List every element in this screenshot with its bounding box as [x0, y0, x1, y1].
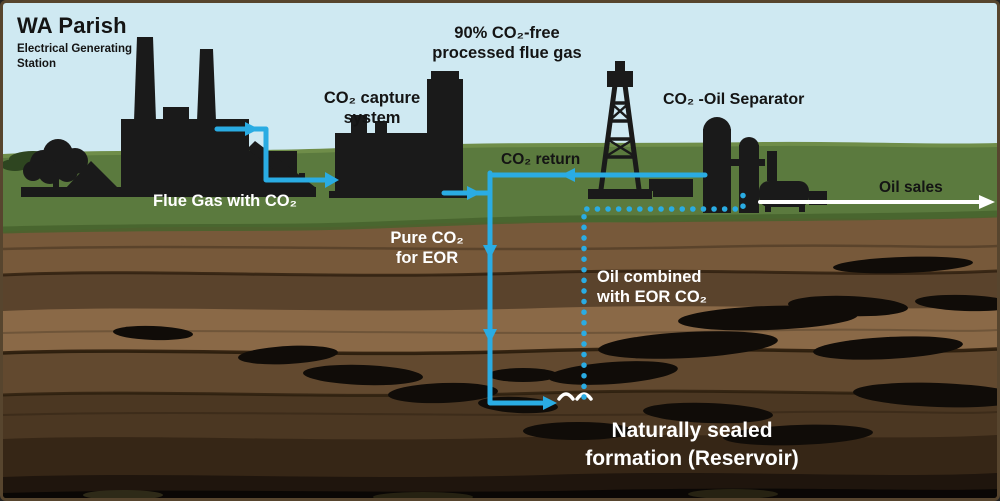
- oil-deposits: [113, 256, 997, 446]
- separator-label: CO₂ -Oil Separator: [663, 91, 805, 108]
- capture-building-silhouette: [329, 71, 469, 198]
- co2-return-pipe: [490, 168, 708, 182]
- capture-system-label: CO₂ capture system: [323, 89, 421, 128]
- pure-co2-label: Pure CO₂ for EOR: [390, 229, 464, 268]
- reservoir-label: Naturally sealed formation (Reservoir): [585, 419, 799, 471]
- oil-combined-label: Oil combined with EOR CO₂: [597, 268, 707, 307]
- co2-return-label: CO₂ return: [501, 151, 581, 168]
- station-title: WA Parish: [17, 13, 127, 38]
- oil-sales-line: [758, 195, 995, 209]
- scene-svg: [3, 3, 997, 498]
- flow-into-formation-arrow: [575, 392, 593, 401]
- flue-gas-label: Flue Gas with CO₂: [153, 192, 297, 210]
- processed-flue-gas-label: 90% CO₂-free processed flue gas: [432, 24, 582, 63]
- station-subtitle: Electrical Generating Station: [17, 43, 133, 70]
- pure-co2-pipe: [441, 170, 593, 410]
- oil-sales-label: Oil sales: [879, 179, 943, 196]
- flue-gas-pipe: [214, 122, 339, 188]
- oil-co2-dotted-line: [581, 188, 746, 400]
- flow-into-formation-arrow: [557, 392, 575, 401]
